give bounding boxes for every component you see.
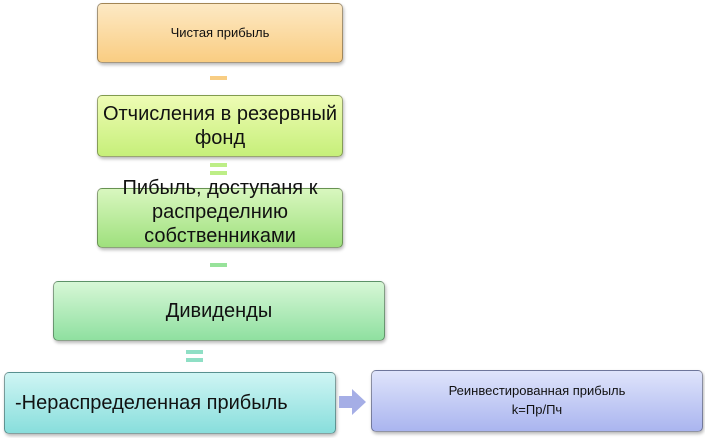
minus-symbol-2	[210, 263, 227, 267]
owners-profit-label: Пибыль, доступаня к распределнию собстве…	[122, 177, 318, 247]
net-profit-label: Чистая прибыль	[170, 25, 270, 41]
reinvested-profit-box: Реинвестированная прибыль k=Пр/Пч	[371, 370, 703, 432]
reinvested-title-label: Реинвестированная прибыль	[448, 383, 626, 399]
owners-profit-box: Пибыль, доступаня к распределнию собстве…	[97, 177, 343, 248]
reinvested-formula-label: k=Пр/Пч	[511, 402, 563, 417]
equals-symbol-1	[210, 163, 227, 179]
reserve-fund-label: Отчисления в резервный фонд	[102, 103, 338, 149]
dividends-label: Дивиденды	[165, 300, 273, 322]
equals-symbol-2	[186, 350, 203, 366]
retained-earnings-label: -Нераспределенная прибыль	[15, 392, 288, 414]
right-arrow-icon	[339, 389, 366, 415]
net-profit-box: Чистая прибыль	[97, 3, 343, 63]
retained-earnings-box: -Нераспределенная прибыль	[4, 372, 336, 434]
reserve-fund-box: Отчисления в резервный фонд	[97, 95, 343, 157]
minus-symbol	[210, 76, 227, 80]
dividends-box: Дивиденды	[53, 281, 385, 341]
